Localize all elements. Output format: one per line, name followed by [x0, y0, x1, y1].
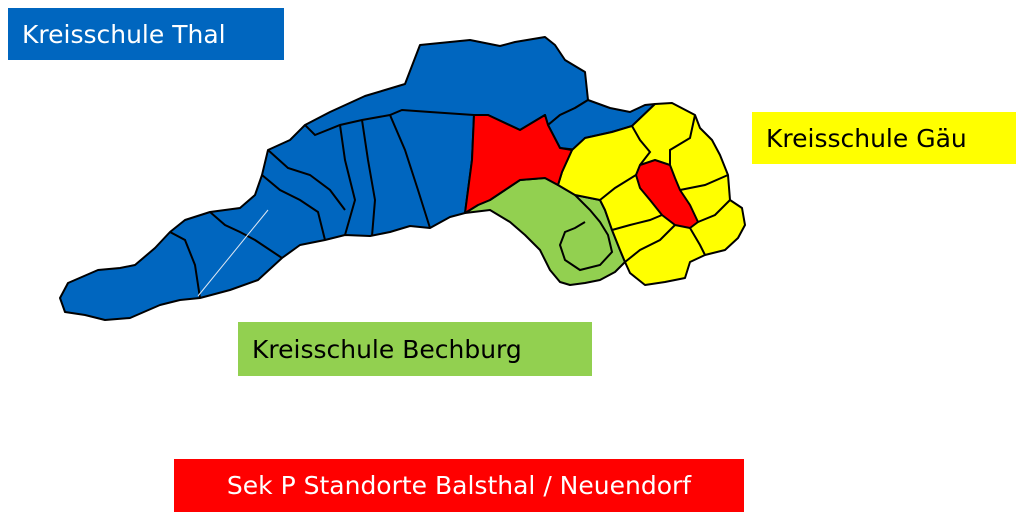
label-kreisschule-gaeu: Kreisschule Gäu	[752, 112, 1016, 164]
municipality-boundaries	[169, 108, 731, 299]
label-kreisschule-bechburg: Kreisschule Bechburg	[238, 322, 592, 376]
label-sek-p-standorte: Sek P Standorte Balsthal / Neuendorf	[174, 459, 744, 512]
region-sek-p-balsthal	[464, 114, 573, 214]
boundary-line-thin	[197, 209, 269, 297]
label-kreisschule-thal: Kreisschule Thal	[8, 8, 284, 60]
region-sek-p-neuendorf	[635, 159, 699, 229]
